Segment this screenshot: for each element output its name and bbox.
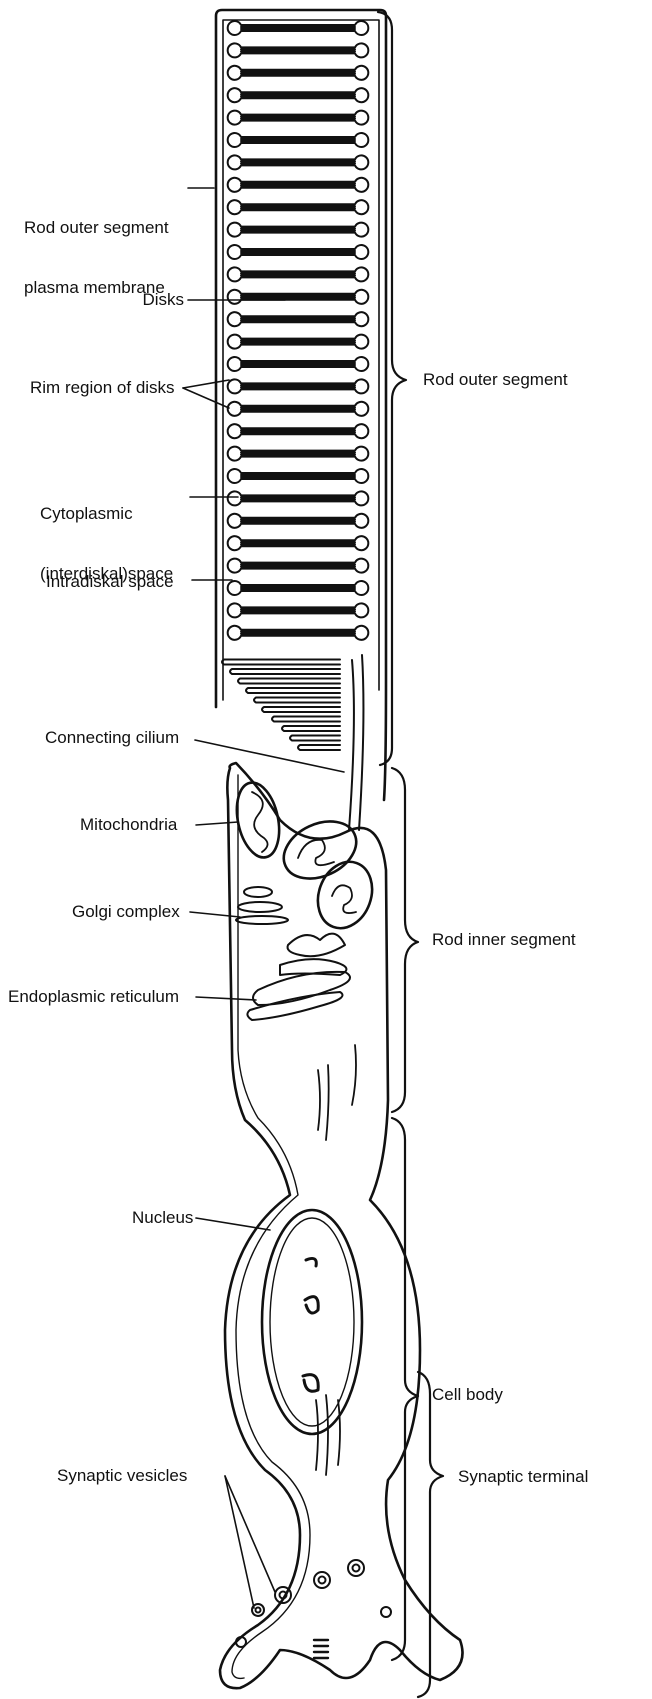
membrane-fold [254, 698, 340, 703]
plasma-membrane-label-line1: Rod outer segment [24, 218, 169, 238]
disk [228, 335, 369, 349]
brace-outer-segment [378, 12, 406, 765]
disk [228, 66, 369, 80]
golgi-complex [236, 887, 288, 924]
rim-region-label: Rim region of disks [30, 378, 175, 398]
disk [228, 312, 369, 326]
disk [228, 290, 369, 304]
nucleus-label: Nucleus [132, 1208, 193, 1228]
intradiskal-space-label: Intradiskal space [46, 572, 174, 592]
synaptic-vesicles-label: Synaptic vesicles [57, 1466, 187, 1486]
disk [228, 424, 369, 438]
disk [228, 155, 369, 169]
disk [228, 402, 369, 416]
membrane-folds [222, 660, 340, 751]
connecting-cilium-label: Connecting cilium [45, 728, 179, 748]
disk [228, 626, 369, 640]
disk [228, 245, 369, 259]
membrane-fold [282, 726, 340, 731]
disk [228, 379, 369, 393]
disk [228, 133, 369, 147]
region-inner-segment: Rod inner segment [432, 930, 576, 950]
brace-synaptic-terminal [418, 1372, 443, 1697]
disk [228, 200, 369, 214]
disk [228, 536, 369, 550]
disk [228, 21, 369, 35]
membrane-fold [238, 679, 340, 684]
connecting-cilium [349, 655, 363, 830]
er-label: Endoplasmic reticulum [8, 987, 179, 1007]
mitochondria-label: Mitochondria [80, 815, 177, 835]
membrane-fold [262, 707, 340, 712]
membrane-fold [272, 717, 340, 722]
endoplasmic-reticulum [247, 934, 350, 1020]
membrane-fold [222, 660, 340, 665]
disk [228, 514, 369, 528]
nucleus-body [262, 1210, 362, 1434]
membrane-fold [298, 745, 340, 750]
cytoplasmic-space-label-line1: Cytoplasmic [40, 504, 173, 524]
disk [228, 559, 369, 573]
region-synaptic-terminal: Synaptic terminal [458, 1467, 588, 1487]
disk [228, 469, 369, 483]
brace-inner-segment [392, 768, 418, 1112]
synaptic-vesicles-group [236, 1560, 391, 1658]
golgi-label: Golgi complex [72, 902, 180, 922]
cytoskeleton [316, 1045, 356, 1475]
disk [228, 43, 369, 57]
disk [228, 267, 369, 281]
membrane-fold [230, 669, 340, 674]
disk [228, 447, 369, 461]
disk [228, 111, 369, 125]
disk [228, 357, 369, 371]
disks-label: Disks [60, 290, 184, 310]
disk [228, 223, 369, 237]
disk-stack [228, 21, 369, 640]
disk [228, 603, 369, 617]
disk [228, 178, 369, 192]
region-cell-body: Cell body [432, 1385, 503, 1405]
disk [228, 581, 369, 595]
brace-cell-body [392, 1118, 418, 1660]
region-outer-segment: Rod outer segment [423, 370, 568, 390]
leader-lines [183, 188, 344, 1608]
disk [228, 88, 369, 102]
membrane-fold [290, 736, 340, 741]
disk [228, 491, 369, 505]
membrane-fold [246, 688, 340, 693]
